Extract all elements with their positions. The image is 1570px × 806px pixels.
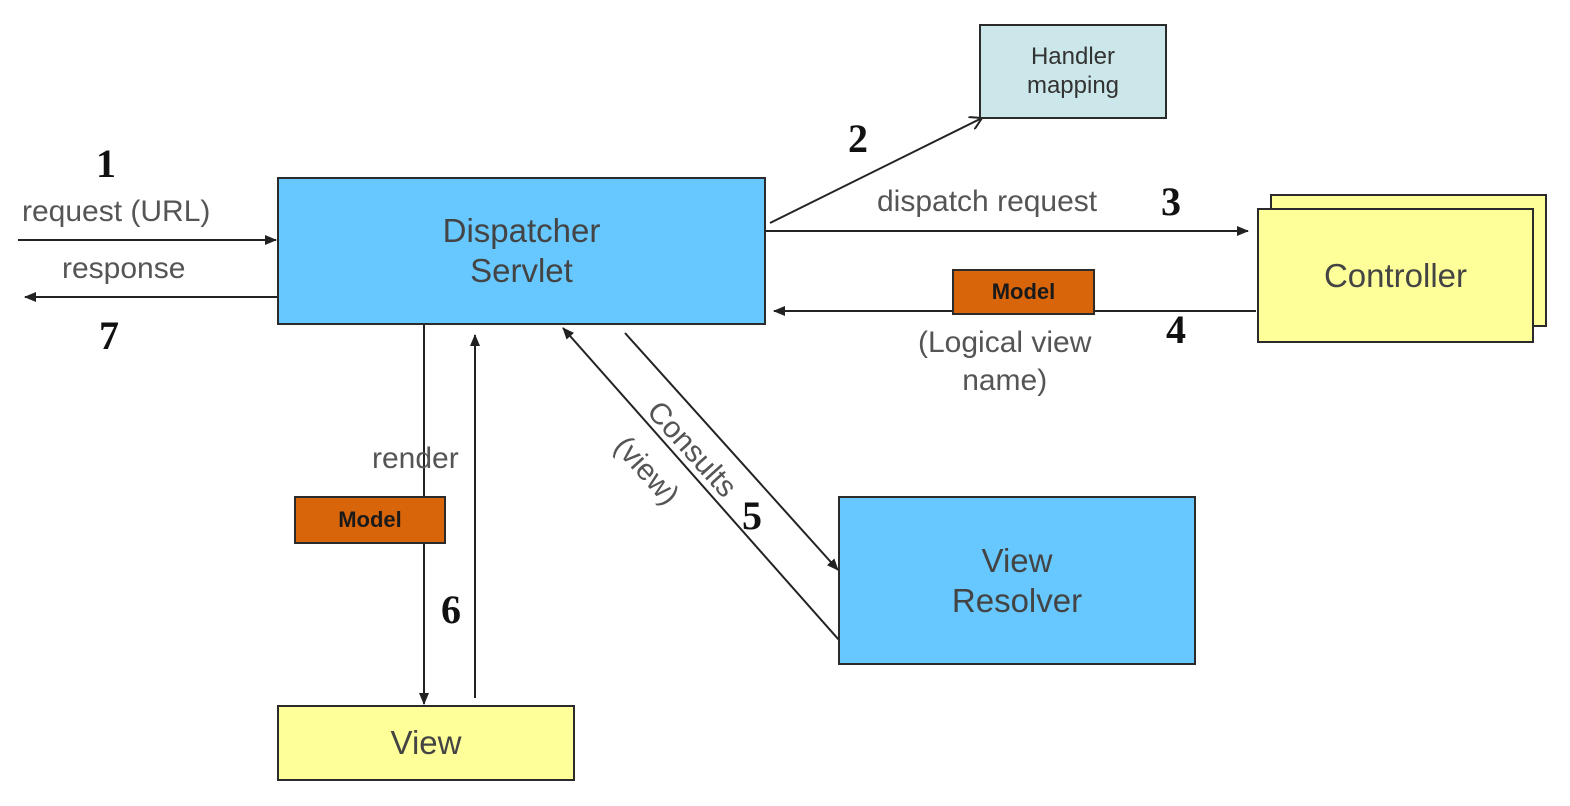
render-label: render (372, 442, 459, 475)
step-6: 6 (441, 587, 461, 632)
dispatch-request-label: dispatch request (877, 185, 1098, 218)
response-label: response (62, 252, 186, 285)
dispatcher-servlet-node: Dispatcher Servlet (277, 177, 766, 325)
handler-mapping-node: Handler mapping (979, 24, 1167, 119)
step-7: 7 (99, 313, 119, 358)
step-5: 5 (742, 493, 762, 538)
view-node: View (277, 705, 575, 781)
logical-view-name-label: (Logical view name) (918, 326, 1092, 397)
model-badge-left: Model (294, 496, 446, 544)
consults-arrow (624, 332, 839, 571)
step-3: 3 (1161, 179, 1181, 224)
step-2: 2 (848, 116, 868, 161)
view-resolver-node: View Resolver (838, 496, 1196, 665)
model-badge-top: Model (952, 269, 1095, 315)
step-1: 1 (96, 141, 116, 186)
view-return-arrow (562, 327, 840, 641)
handler-mapping-arrow (769, 118, 982, 224)
step-4: 4 (1166, 307, 1186, 352)
controller-node: Controller (1257, 208, 1534, 343)
request-label: request (URL) (22, 195, 211, 228)
